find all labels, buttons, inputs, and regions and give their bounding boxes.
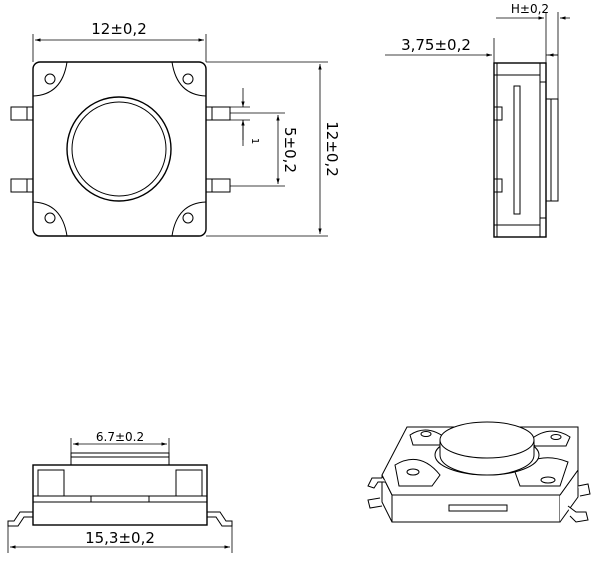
corner-arc-br (171, 201, 207, 237)
front-pocket-right (175, 469, 203, 497)
corner-arc-tl (32, 61, 68, 97)
front-button-label: 6.7±0.2 (96, 430, 144, 444)
front-lead-right (207, 511, 233, 527)
hole-bl (44, 212, 56, 224)
iso-lead-fr (567, 505, 589, 523)
top-width-label: 12±0,2 (91, 20, 147, 38)
side-inner-slot (513, 85, 521, 215)
iso-lead-bl (367, 477, 386, 489)
side-depth-label: 3,75±0,2 (401, 36, 471, 54)
iso-lead-fl (367, 497, 383, 509)
front-view: 6.7±0.2 15,3±0,2 (7, 430, 233, 553)
top-body-outline (32, 61, 207, 237)
front-body (32, 464, 208, 526)
button-outer (66, 96, 172, 202)
hole-tl (44, 73, 56, 85)
pin-right-top (205, 106, 231, 121)
front-button (70, 452, 170, 466)
side-plunger (545, 98, 559, 202)
front-pocket-left (37, 469, 65, 497)
front-total-label: 15,3±0,2 (85, 529, 155, 547)
iso-lead-br (577, 483, 591, 497)
iso-front-face (391, 495, 561, 523)
pin-width-label: 1 (249, 138, 260, 144)
isometric-view (367, 421, 591, 523)
iso-boss-fl (394, 458, 441, 487)
top-view: 12±0,2 12±0,2 5±0,2 1 (10, 20, 341, 237)
corner-arc-tr (171, 61, 207, 97)
pin-left-top (10, 106, 34, 121)
side-view: 3,75±0,2 H±0,2 (385, 2, 570, 238)
pin-right-bottom (205, 178, 231, 193)
right-height-label: 12±0,2 (323, 121, 341, 177)
side-h-label: H±0,2 (511, 2, 549, 16)
pin-left-bottom (10, 178, 34, 193)
pin-pitch-label: 5±0,2 (281, 127, 299, 173)
hole-br (182, 212, 194, 224)
corner-arc-bl (32, 201, 68, 237)
front-lead-left (7, 511, 33, 527)
button-inner (71, 101, 167, 197)
iso-button-top (439, 421, 535, 459)
hole-tr (182, 73, 194, 85)
